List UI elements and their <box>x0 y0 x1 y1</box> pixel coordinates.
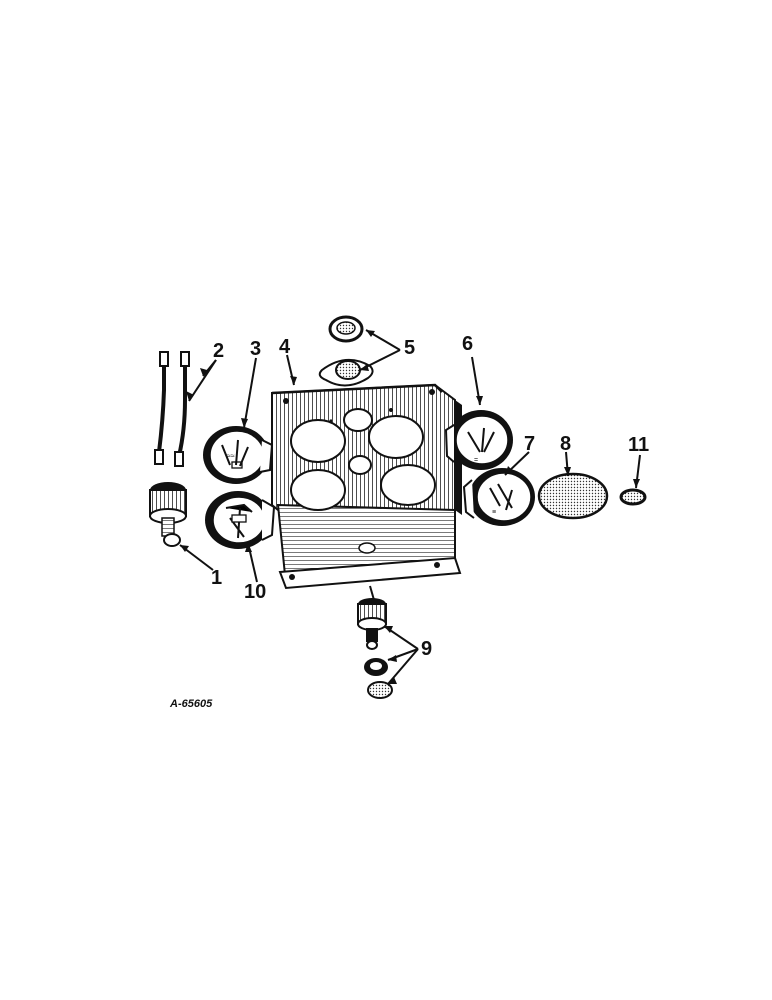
callout-6: 6 <box>462 333 473 355</box>
indicator-base <box>318 359 374 387</box>
callout-5: 5 <box>404 337 415 359</box>
figure-id: A-65605 <box>169 698 213 710</box>
light-switch <box>149 482 187 547</box>
gauge-6: = <box>444 410 513 470</box>
svg-text:≈≈: ≈≈ <box>227 453 235 460</box>
callout-10: 10 <box>244 581 266 603</box>
callout-2: 2 <box>213 340 224 362</box>
instrument-panel <box>271 383 462 590</box>
callout-8: 8 <box>560 433 571 455</box>
arrowheads <box>180 330 640 684</box>
lens-cover <box>537 472 609 520</box>
callout-9: 9 <box>421 638 432 660</box>
svg-text:=: = <box>474 457 478 464</box>
callout-1: 1 <box>211 567 222 589</box>
wire-leads <box>154 351 190 467</box>
callout-11: 11 <box>628 434 649 456</box>
gauge-3: ≈≈ <box>203 426 274 484</box>
svg-text:≡: ≡ <box>492 509 496 516</box>
switch-assembly <box>357 585 393 699</box>
callout-7: 7 <box>524 433 535 455</box>
indicator-lamp <box>328 315 364 343</box>
callout-4: 4 <box>279 336 291 358</box>
gauge-7: ≡ <box>462 468 535 526</box>
gauge-10 <box>205 491 276 549</box>
small-lens <box>619 488 647 506</box>
callout-3: 3 <box>250 338 261 360</box>
